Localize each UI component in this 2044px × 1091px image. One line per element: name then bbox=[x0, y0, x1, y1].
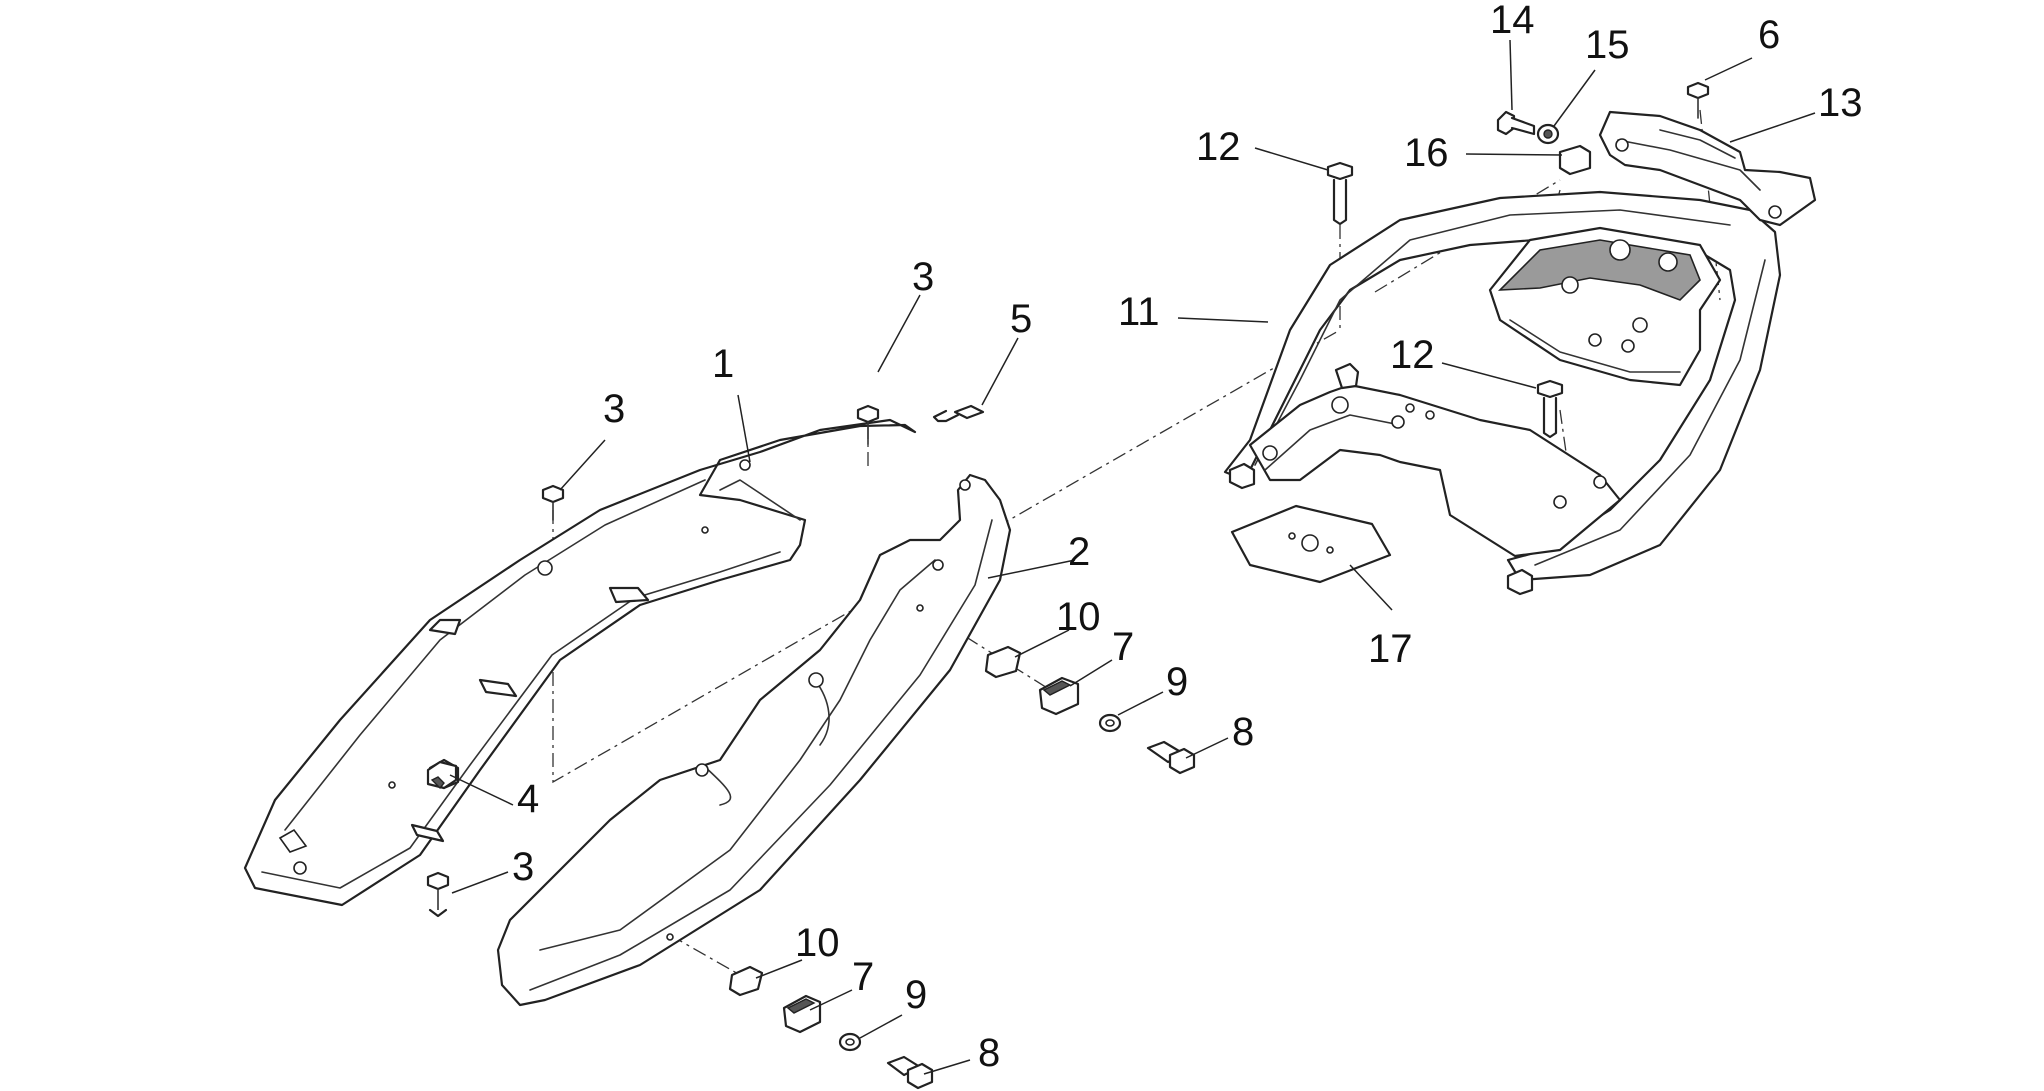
screw-part-3-left bbox=[541, 484, 565, 521]
screw-part-12-lower bbox=[1536, 379, 1564, 439]
callout-17: 17 bbox=[1368, 627, 1413, 671]
nut-part-15 bbox=[1536, 123, 1560, 145]
callout-4: 4 bbox=[517, 777, 539, 821]
bolt-part-14 bbox=[1496, 110, 1536, 136]
callout-12-lower: 12 bbox=[1390, 333, 1435, 377]
callout-3-upper: 3 bbox=[912, 255, 934, 299]
callout-10-upper: 10 bbox=[1056, 595, 1101, 639]
callout-12-upper: 12 bbox=[1196, 125, 1241, 169]
callout-7-upper: 7 bbox=[1112, 625, 1134, 669]
bolt-part-8-upper bbox=[1146, 740, 1196, 775]
callout-3-left: 3 bbox=[603, 387, 625, 431]
callout-15: 15 bbox=[1585, 23, 1630, 67]
screw-part-3-upper bbox=[856, 404, 880, 445]
callout-11: 11 bbox=[1118, 290, 1160, 334]
grommet-part-7-lower bbox=[782, 994, 822, 1034]
callout-2: 2 bbox=[1068, 530, 1090, 574]
callout-13: 13 bbox=[1818, 81, 1863, 125]
callout-5: 5 bbox=[1010, 297, 1032, 341]
screw-part-12-upper bbox=[1326, 161, 1354, 226]
callout-14: 14 bbox=[1490, 0, 1535, 42]
bracket-part-13 bbox=[1598, 110, 1817, 227]
callout-1: 1 bbox=[712, 342, 734, 386]
rubber-pad-part-17 bbox=[1230, 504, 1392, 584]
callout-3-lower: 3 bbox=[512, 845, 534, 889]
spacer-part-10-upper bbox=[984, 645, 1022, 679]
hardware bbox=[426, 81, 1710, 1090]
callout-9-upper: 9 bbox=[1166, 660, 1188, 704]
spacer-part-10-lower bbox=[728, 965, 764, 997]
callout-8-lower: 8 bbox=[978, 1031, 1000, 1075]
washer-part-9-upper bbox=[1098, 713, 1122, 733]
callout-labels: 1 2 3 3 3 4 5 6 7 7 8 8 9 9 10 10 11 12 … bbox=[512, 0, 1863, 1075]
clip-part-4 bbox=[426, 760, 458, 790]
bolt-part-5 bbox=[932, 404, 985, 423]
callout-8-upper: 8 bbox=[1232, 710, 1254, 754]
callout-6: 6 bbox=[1758, 13, 1780, 57]
side-fairing-part-2 bbox=[496, 473, 1012, 1007]
grab-rail-part-11 bbox=[1223, 190, 1782, 596]
callout-10-lower: 10 bbox=[795, 921, 840, 965]
callout-16: 16 bbox=[1404, 131, 1449, 175]
screw-part-6 bbox=[1686, 81, 1710, 119]
callout-9-lower: 9 bbox=[905, 973, 927, 1017]
screw-part-3-lower bbox=[426, 871, 450, 918]
bolt-part-8-lower bbox=[886, 1055, 934, 1090]
leader-lines bbox=[449, 39, 1816, 1075]
spacer-part-16 bbox=[1558, 144, 1592, 176]
callout-7-lower: 7 bbox=[852, 955, 874, 999]
grommet-part-7-upper bbox=[1038, 676, 1080, 716]
washer-part-9-lower bbox=[838, 1032, 862, 1052]
